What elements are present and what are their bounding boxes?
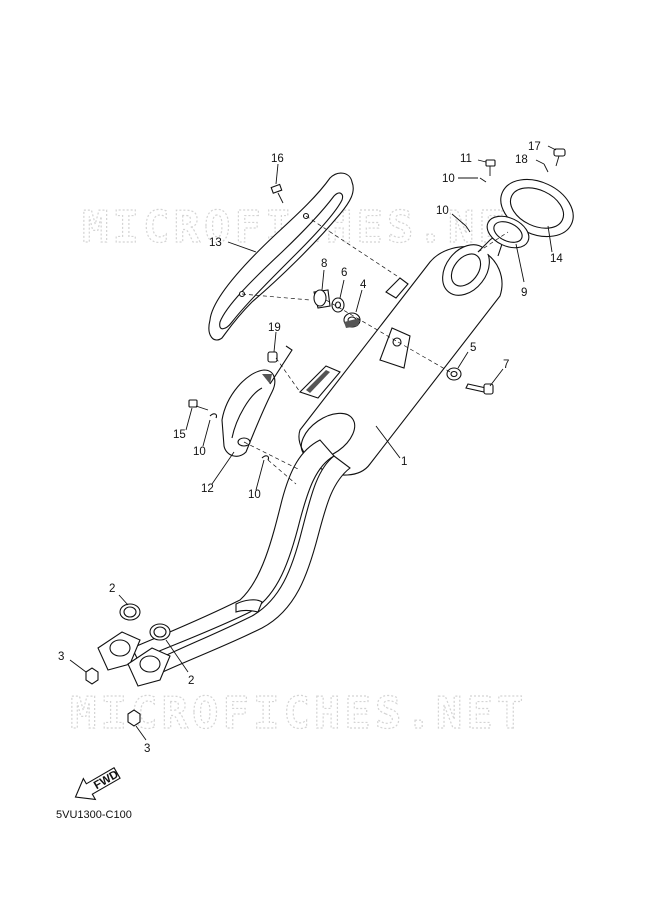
callout-18: 18: [515, 154, 528, 166]
assembly-lines: [241, 215, 509, 485]
washer-6[interactable]: [331, 297, 345, 313]
bolt-7[interactable]: [465, 383, 494, 395]
diagram-code: 5VU1300-C100: [56, 809, 132, 821]
watermark-bottom: MICROFICHES.NET: [70, 688, 527, 739]
callout-19: 19: [268, 322, 281, 334]
gasket-2-right[interactable]: [149, 623, 171, 641]
collar-8[interactable]: [313, 289, 331, 309]
callout-10: 10: [193, 446, 206, 458]
leader-lines: [69, 145, 557, 741]
callout-12: 12: [201, 483, 214, 495]
collar-5[interactable]: [446, 367, 462, 381]
nut-3-left[interactable]: [85, 667, 99, 685]
callout-13: 13: [209, 237, 222, 249]
callout-4: 4: [360, 279, 367, 291]
protector-12[interactable]: [221, 345, 293, 457]
bolt-19[interactable]: [267, 351, 278, 363]
callout-14: 14: [550, 253, 563, 265]
bolt-11[interactable]: [485, 159, 496, 176]
clip-10-left[interactable]: [209, 413, 218, 419]
callout-5: 5: [470, 342, 476, 354]
callout-2: 2: [188, 675, 194, 687]
pipe-flange-left[interactable]: [97, 631, 141, 671]
clip-10-bottom[interactable]: [261, 455, 270, 461]
gasket-2-left[interactable]: [119, 603, 141, 621]
fwd-arrow-icon: FWD: [74, 767, 121, 801]
muffler-1[interactable]: [293, 236, 503, 476]
callout-9: 9: [521, 287, 527, 299]
callout-8: 8: [321, 258, 327, 270]
callout-3: 3: [144, 743, 150, 755]
grommet-4[interactable]: [343, 312, 361, 328]
clip-10-top[interactable]: [479, 177, 487, 183]
bolt-15[interactable]: [188, 399, 209, 411]
callouts: 1 2 2 3 3 4 5 6 7 8 9 10 10 10 10 11 12 …: [58, 141, 563, 755]
heat-shield-13[interactable]: [208, 172, 354, 341]
screw-18[interactable]: [543, 163, 549, 173]
nut-3-right[interactable]: [127, 709, 141, 727]
clip-10-mid[interactable]: [465, 225, 471, 233]
callout-15: 15: [173, 429, 186, 441]
callout-10: 10: [442, 173, 455, 185]
callout-6: 6: [341, 267, 347, 279]
callout-16: 16: [271, 153, 284, 165]
callout-10: 10: [248, 489, 261, 501]
bolt-16[interactable]: [270, 183, 284, 204]
bolt-17[interactable]: [553, 148, 566, 167]
callout-17: 17: [528, 141, 541, 153]
callout-7: 7: [503, 359, 509, 371]
callout-2: 2: [109, 583, 115, 595]
exhaust-pipe[interactable]: [131, 439, 351, 677]
callout-1: 1: [401, 456, 407, 468]
callout-10: 10: [436, 205, 449, 217]
callout-11: 11: [460, 153, 472, 165]
callout-3: 3: [58, 651, 64, 663]
pipe-flange-right[interactable]: [127, 647, 171, 687]
